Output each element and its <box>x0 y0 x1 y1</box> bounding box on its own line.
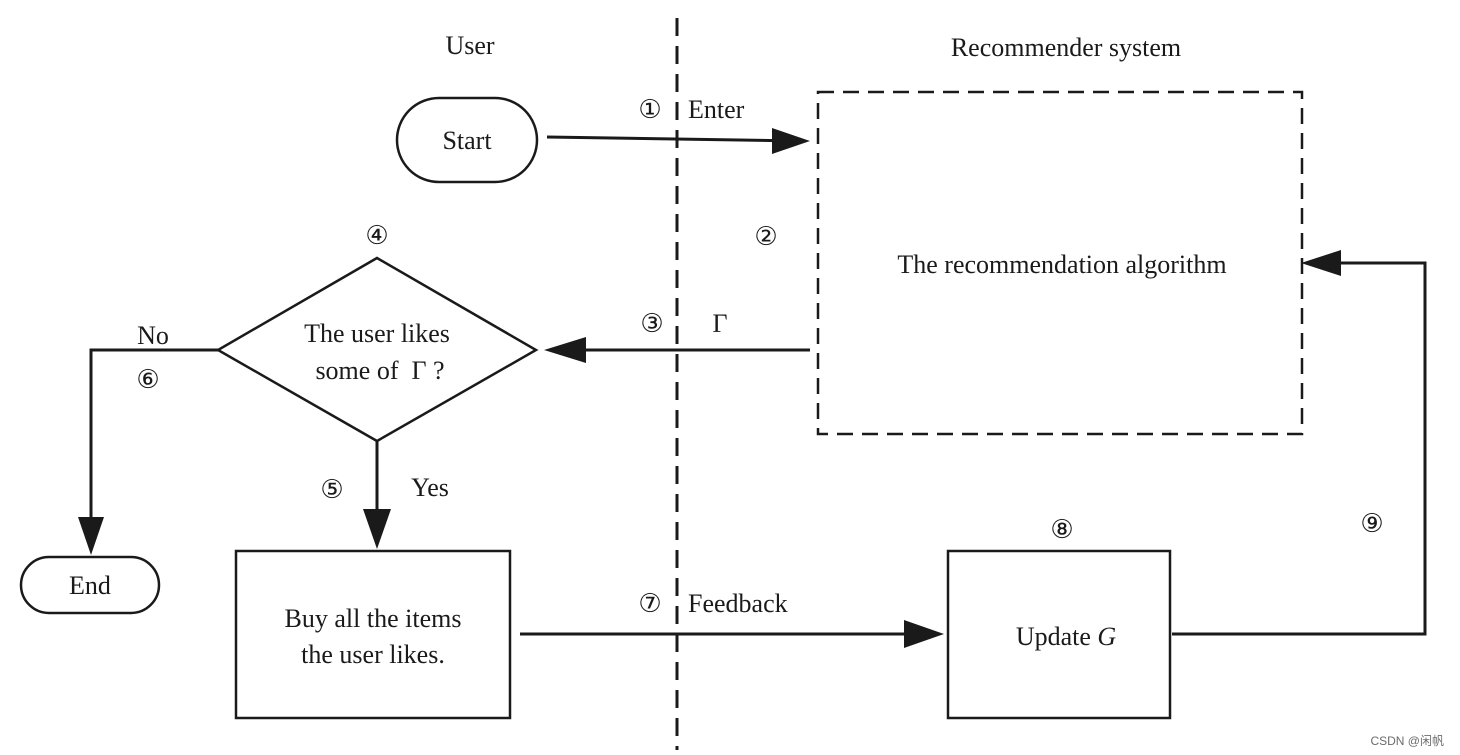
update-g-prefix: Update <box>1016 622 1098 651</box>
start-node <box>395 96 539 184</box>
step-6-marker: ⑥ <box>136 365 159 395</box>
end-node <box>19 555 161 615</box>
update-g-box <box>946 549 1172 720</box>
feedback-label: Feedback <box>688 589 788 618</box>
recommendation-algorithm-label: The recommendation algorithm <box>897 250 1226 279</box>
yes-label: Yes <box>411 473 449 502</box>
step-3-marker: ③ <box>640 309 663 339</box>
gamma-arrowhead <box>544 337 586 363</box>
loop-back-line <box>1172 261 1427 636</box>
end-label: End <box>69 571 111 600</box>
loop-back-arrowhead <box>1301 250 1341 276</box>
gamma-label: Γ <box>712 309 727 338</box>
step-2-marker: ② <box>754 222 777 252</box>
enter-arrow <box>546 135 801 143</box>
enter-label: Enter <box>688 95 745 124</box>
step-1-marker: ① <box>638 95 661 125</box>
decision-diamond <box>215 256 539 443</box>
no-label: No <box>137 321 169 350</box>
step-8-marker: ⑧ <box>1050 515 1073 545</box>
no-branch-arrowhead <box>78 517 104 555</box>
step-9-marker: ⑨ <box>1360 509 1383 539</box>
update-g-label: Update G <box>1016 622 1117 651</box>
step-5-marker: ⑤ <box>320 475 343 505</box>
lane-label-user: User <box>445 31 494 60</box>
no-branch-line <box>89 348 218 530</box>
enter-arrowhead <box>772 128 810 154</box>
yes-branch-arrowhead <box>363 509 391 549</box>
decision-label-line1: The user likes <box>304 319 450 348</box>
lane-label-recommender: Recommender system <box>951 33 1181 62</box>
buy-items-box <box>234 549 512 720</box>
decision-label-line2: some of Γ ? <box>315 356 444 385</box>
watermark: CSDN @闲帆 <box>1370 733 1444 748</box>
start-label: Start <box>442 126 492 155</box>
step-4-marker: ④ <box>365 221 388 251</box>
feedback-arrowhead <box>904 620 944 648</box>
buy-items-label-line2: the user likes. <box>301 640 445 669</box>
buy-items-label-line1: Buy all the items <box>285 604 462 633</box>
update-g-variable: G <box>1097 622 1116 651</box>
step-7-marker: ⑦ <box>638 589 661 619</box>
